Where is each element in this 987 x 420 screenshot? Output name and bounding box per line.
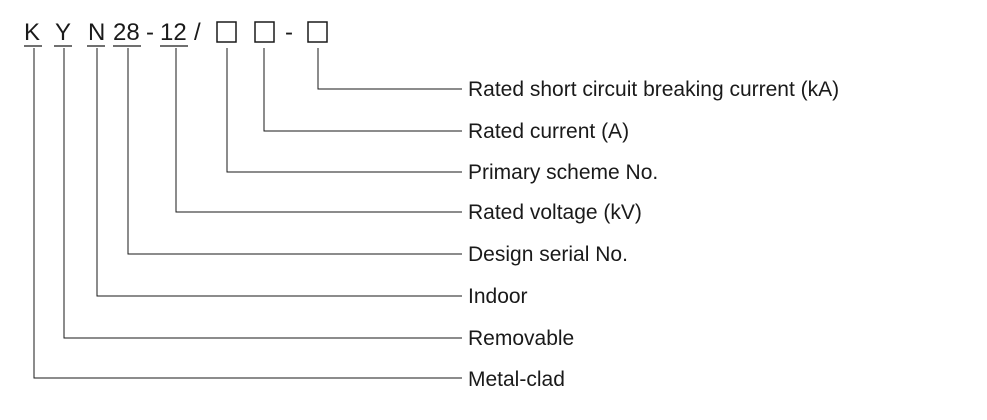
- breaking-current-placeholder-box: [307, 21, 328, 43]
- current-placeholder-box: [254, 21, 275, 43]
- label-rated-voltage: Rated voltage (kV): [468, 201, 642, 224]
- leader-lines: [33, 48, 462, 379]
- label-removable: Removable: [468, 327, 574, 350]
- leader-breaking-current: [317, 48, 462, 90]
- label-metal-clad: Metal-clad: [468, 368, 565, 391]
- label-breaking-current: Rated short circuit breaking current (kA…: [468, 78, 839, 101]
- code-dash-2: -: [285, 19, 293, 46]
- label-design-serial: Design serial No.: [468, 243, 628, 266]
- leader-rated-current: [263, 48, 462, 132]
- leader-primary-scheme: [226, 48, 462, 173]
- label-rated-current: Rated current (A): [468, 120, 629, 143]
- label-indoor: Indoor: [468, 285, 528, 308]
- leader-removable: [63, 48, 462, 339]
- model-code: K Y N 28 - 12 / -: [24, 19, 328, 47]
- leader-rated-voltage: [175, 48, 462, 213]
- code-voltage: 12: [160, 19, 187, 46]
- scheme-placeholder-box: [216, 21, 237, 43]
- leader-design-serial: [127, 48, 462, 255]
- code-serial-number: 28: [113, 19, 140, 46]
- leader-metal-clad: [33, 48, 462, 379]
- leader-indoor: [96, 48, 462, 297]
- label-primary-scheme: Primary scheme No.: [468, 161, 658, 184]
- code-letter-k: K: [24, 19, 40, 46]
- explanation-labels: Rated short circuit breaking current (kA…: [468, 78, 839, 391]
- code-letter-n: N: [88, 19, 105, 46]
- code-slash: /: [194, 19, 201, 46]
- code-letter-y: Y: [55, 19, 71, 46]
- code-dash-1: -: [146, 19, 154, 46]
